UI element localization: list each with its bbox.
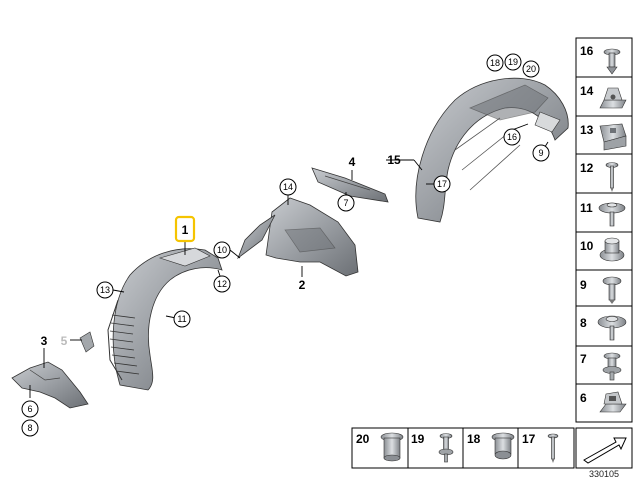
large-washer-screw-icon [597,315,627,341]
panel-10[interactable]: 10 [580,237,625,262]
svg-text:9: 9 [580,278,587,292]
screw-icon [605,162,619,192]
svg-text:1: 1 [182,223,189,237]
clip-block-icon [599,123,627,151]
callout-1-highlighted[interactable]: 1 [174,215,196,243]
svg-text:9: 9 [538,148,543,158]
wheel-arch-liner-front [107,247,223,391]
callout-4[interactable]: 4 [349,155,356,169]
svg-text:10: 10 [580,239,594,253]
thin-screw-icon [547,433,559,463]
svg-text:17: 17 [522,432,536,446]
panel-13[interactable]: 13 [580,123,627,151]
panel-12[interactable]: 12 [580,161,619,192]
bracket-part [311,167,389,203]
svg-text:14: 14 [283,182,293,192]
clip-retainer-icon [599,391,627,413]
svg-text:14: 14 [580,84,594,98]
rivet-pin-icon [438,433,454,463]
panel-20[interactable]: 20 [356,432,404,462]
callout-15[interactable]: 15 [387,153,401,167]
svg-text:11: 11 [580,201,593,215]
svg-text:20: 20 [356,432,370,446]
callout-14[interactable]: 14 [279,178,297,196]
panel-11[interactable]: 11 [580,201,626,227]
grommet-icon [380,432,404,462]
svg-text:19: 19 [411,432,425,446]
callout-16[interactable]: 16 [503,128,521,146]
svg-text:8: 8 [27,423,32,433]
panel-16[interactable]: 16 [580,44,621,75]
round-grommet-icon [491,432,515,460]
lower-front-cover [11,361,89,409]
svg-text:6: 6 [580,391,587,405]
callout-6[interactable]: 6 [21,400,39,418]
callout-12[interactable]: 12 [213,275,231,293]
svg-text:18: 18 [490,58,500,68]
callout-9[interactable]: 9 [532,144,550,162]
svg-text:17: 17 [437,179,447,189]
callout-3[interactable]: 3 [41,334,48,348]
wheel-arch-liner-middle [237,197,359,277]
callout-7[interactable]: 7 [337,194,355,212]
leader-lines [29,123,549,398]
panel-17[interactable]: 17 [522,432,559,463]
svg-text:13: 13 [580,123,594,137]
callout-10[interactable]: 10 [213,241,231,259]
svg-text:12: 12 [217,279,227,289]
svg-text:13: 13 [100,285,110,295]
callout-11[interactable]: 11 [173,310,191,328]
callout-18[interactable]: 18 [486,54,504,72]
callout-8[interactable]: 8 [21,419,39,437]
svg-text:7: 7 [580,352,587,366]
panel-9[interactable]: 9 [580,276,622,304]
panel-7[interactable]: 7 [580,352,622,381]
svg-text:6: 6 [27,404,32,414]
panel-8[interactable]: 8 [580,315,627,341]
panel-19[interactable]: 19 [411,432,454,463]
svg-text:8: 8 [580,316,587,330]
flange-screw-icon [602,276,622,304]
callout-20[interactable]: 20 [522,60,540,78]
small-clip [79,331,95,353]
push-rivet-icon [603,48,621,75]
washer-screw-icon [598,202,626,227]
wheel-arch-liner-rear [415,77,569,223]
svg-text:12: 12 [580,161,594,175]
expansion-rivet-icon [602,352,622,381]
callout-13[interactable]: 13 [96,281,114,299]
svg-text:11: 11 [177,314,186,324]
svg-text:20: 20 [526,64,536,74]
svg-text:16: 16 [507,132,517,142]
panel-14[interactable]: 14 [580,84,627,109]
callout-17[interactable]: 17 [433,175,451,193]
svg-text:16: 16 [580,44,594,58]
svg-text:19: 19 [508,57,518,67]
callout-19[interactable]: 19 [504,53,522,71]
clip-nut-icon [599,87,627,109]
callout-5[interactable]: 5 [61,334,68,348]
svg-text:10: 10 [217,245,227,255]
svg-text:18: 18 [467,432,481,446]
callout-2[interactable]: 2 [299,278,306,292]
direction-arrow-icon [583,437,627,464]
panel-6[interactable]: 6 [580,391,627,413]
nut-icon [599,237,625,262]
svg-text:7: 7 [343,198,348,208]
diagram-id: 330105 [589,469,619,479]
panel-18[interactable]: 18 [467,432,515,460]
